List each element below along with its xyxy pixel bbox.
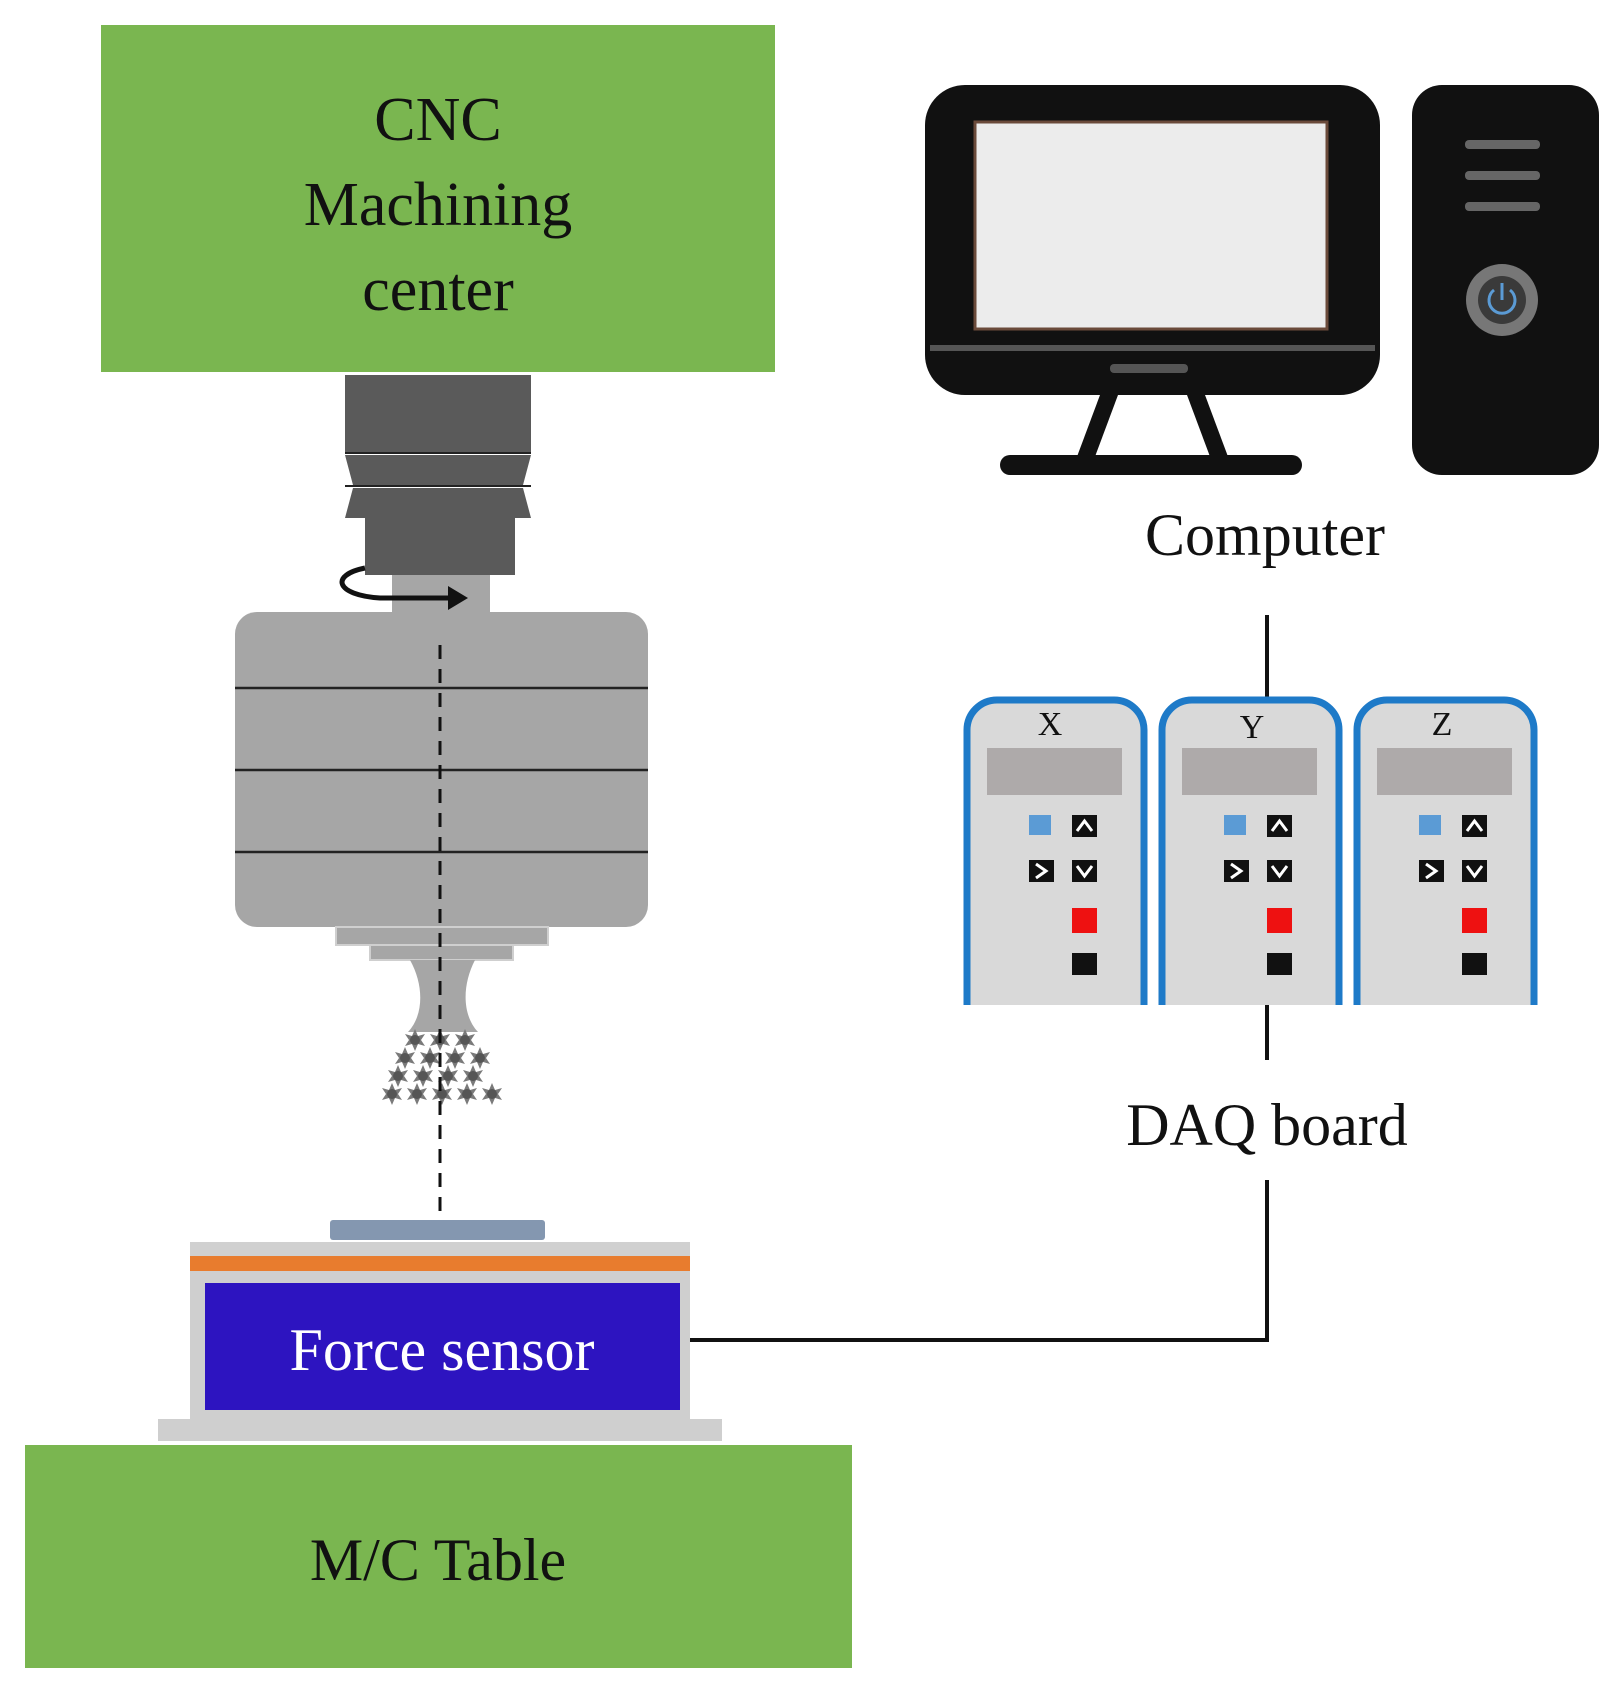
daq-display [1377, 748, 1512, 795]
cnc-label-line2: Machining [304, 171, 573, 239]
force-sensor-label: Force sensor [290, 1317, 595, 1383]
daq-display [1182, 748, 1317, 795]
daq-down-button [1267, 860, 1292, 882]
sensor-to-daq-cable [690, 1180, 1269, 1342]
daq-down-button [1462, 860, 1487, 882]
daq-black-button [1462, 953, 1487, 975]
mc-table-block: M/C Table [25, 1445, 852, 1668]
daq-unit-y: Y [1158, 696, 1343, 1005]
daq-up-button [1072, 815, 1097, 837]
daq-right-button [1029, 860, 1054, 882]
daq-axis-label-z: Z [1432, 706, 1453, 743]
daq-up-button [1267, 815, 1292, 837]
rotation-arrow-icon [339, 565, 468, 610]
daq-blue-button [1224, 815, 1246, 835]
daq-black-button [1267, 953, 1292, 975]
daq-down-button [1072, 860, 1097, 882]
daq-unit-z: Z [1353, 696, 1538, 1005]
cnc-label-line3: center [362, 256, 514, 324]
daq-right-button [1224, 860, 1249, 882]
cnc-machining-center-block: CNC Machining center [101, 25, 775, 372]
daq-right-button [1419, 860, 1444, 882]
workpiece [330, 1220, 545, 1240]
daq-blue-button [1419, 815, 1441, 835]
computer-tower-icon [1412, 85, 1599, 475]
computer-monitor-icon [925, 85, 1380, 475]
daq-display [987, 748, 1122, 795]
daq-blue-button [1029, 815, 1051, 835]
daq-red-button [1072, 908, 1097, 933]
daq-red-button [1462, 908, 1487, 933]
daq-black-button [1072, 953, 1097, 975]
daq-axis-label-y: Y [1240, 709, 1265, 746]
daq-unit-x: X [963, 696, 1148, 1005]
force-sensor-assembly: Force sensor [158, 1242, 722, 1441]
daq-up-button [1462, 815, 1487, 837]
mc-table-label: M/C Table [310, 1527, 566, 1593]
daq-axis-label-x: X [1038, 706, 1063, 743]
tool-tip-abrasive-icon [382, 1029, 502, 1105]
daq-board-label: DAQ board [1126, 1092, 1408, 1158]
spindle-upper [345, 375, 531, 615]
computer-label: Computer [1145, 502, 1385, 568]
daq-red-button [1267, 908, 1292, 933]
cnc-label-line1: CNC [374, 86, 501, 154]
